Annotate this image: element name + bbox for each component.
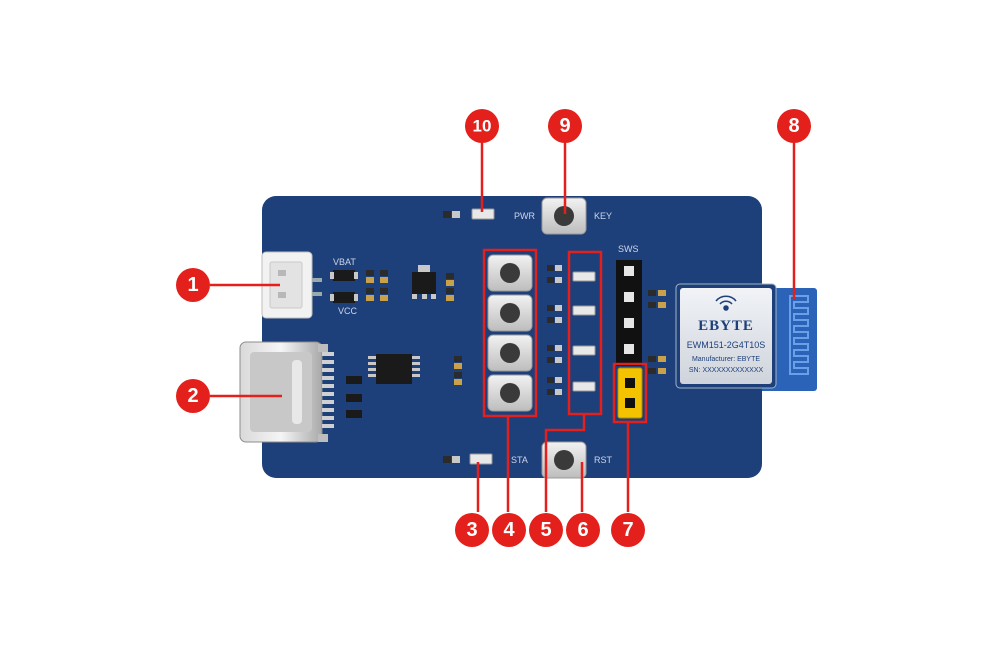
rst-label: RST — [594, 455, 613, 465]
svg-text:6: 6 — [577, 519, 588, 541]
callout-7: 7 — [611, 513, 645, 547]
sws-pin-header[interactable] — [616, 260, 642, 366]
module-model: EWM151-2G4T10S — [687, 340, 766, 350]
module-manufacturer: Manufacturer: EBYTE — [692, 356, 760, 363]
svg-text:7: 7 — [622, 519, 633, 541]
led-resistors — [547, 265, 562, 395]
svg-text:8: 8 — [788, 115, 799, 137]
callout-9: 9 — [548, 109, 582, 143]
svg-text:9: 9 — [559, 115, 570, 137]
capacitors-left — [366, 270, 454, 301]
callout-5: 5 — [529, 513, 563, 547]
svg-text:2: 2 — [187, 385, 198, 407]
battery-connector — [261, 251, 322, 319]
wifi-icon — [715, 295, 737, 311]
user-led-3 — [572, 345, 596, 356]
wireless-module: EBYTE EWM151-2G4T10S Manufacturer: EBYTE… — [675, 283, 777, 389]
status-led — [443, 453, 493, 465]
sws-label: SWS — [618, 244, 639, 254]
highlight-box-buttons — [482, 248, 538, 418]
callout-lines — [210, 142, 796, 512]
jumper[interactable] — [617, 367, 643, 419]
callout-10: 10 — [465, 109, 499, 143]
pwr-label: PWR — [514, 211, 535, 221]
callout-6: 6 — [566, 513, 600, 547]
user-button-1[interactable] — [487, 254, 533, 292]
callout-3: 3 — [455, 513, 489, 547]
user-led-2 — [572, 305, 596, 316]
module-brand: EBYTE — [698, 318, 754, 334]
callout-4: 4 — [492, 513, 526, 547]
callout-8: 8 — [777, 109, 811, 143]
svg-text:5: 5 — [540, 519, 551, 541]
svg-text:4: 4 — [503, 519, 515, 541]
user-buttons[interactable] — [487, 254, 533, 412]
capacitors-mid — [454, 356, 462, 385]
vbat-label: VBAT — [333, 257, 356, 267]
user-led-1 — [572, 271, 596, 282]
power-diodes — [330, 270, 358, 303]
user-leds — [572, 271, 596, 392]
svg-text:10: 10 — [473, 117, 492, 136]
svg-text:1: 1 — [187, 274, 198, 296]
capacitors-right — [648, 290, 666, 374]
sta-label: STA — [511, 455, 528, 465]
usb-c-connector — [239, 341, 334, 443]
callout-1: 1 — [176, 268, 210, 302]
voltage-regulator — [412, 265, 436, 299]
highlight-box-jumper — [612, 362, 648, 424]
callout-2: 2 — [176, 379, 210, 413]
user-led-4 — [572, 381, 596, 392]
vcc-label: VCC — [338, 306, 358, 316]
user-button-3[interactable] — [487, 334, 533, 372]
usb-protection — [346, 376, 362, 418]
user-button-2[interactable] — [487, 294, 533, 332]
svg-text:3: 3 — [466, 519, 477, 541]
module-serial: SN: XXXXXXXXXXXXX — [689, 367, 764, 374]
reset-button[interactable] — [541, 441, 587, 479]
usb-bridge-chip — [368, 354, 420, 384]
key-label: KEY — [594, 211, 612, 221]
user-button-4[interactable] — [487, 374, 533, 412]
